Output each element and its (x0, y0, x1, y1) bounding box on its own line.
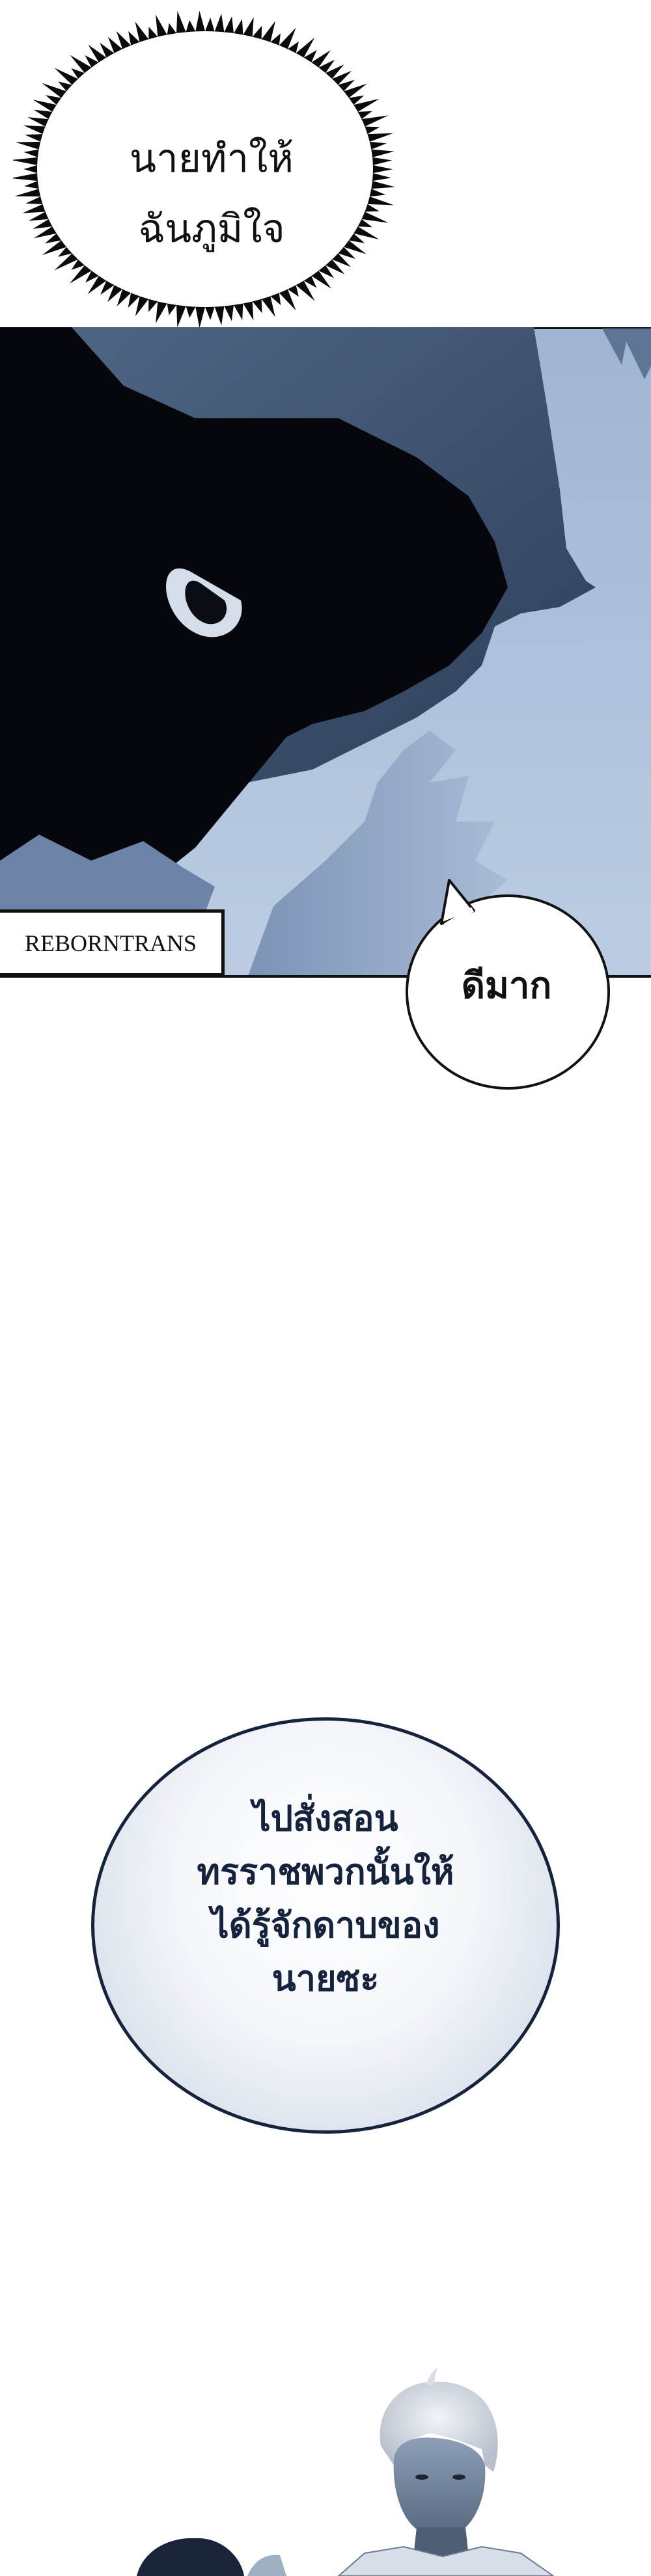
speech-bubble-1-text: ดีมาก (461, 965, 552, 1007)
beard-shadow (0, 327, 508, 913)
character-face (393, 2437, 486, 2536)
watermark-tag: REBORNTRANS (0, 909, 225, 976)
ear-inner (185, 580, 227, 624)
speech-2-line-2: ทรราชพวกนั้นให้ (197, 1851, 454, 1892)
background-figure-mid (247, 2555, 286, 2576)
speech-2-line-1: ไปสั่งสอน (253, 1798, 398, 1839)
character-hair (380, 2381, 498, 2472)
speech-2-line-4: นายซะ (271, 1958, 380, 1999)
thought-bubble-text: นายทำให้ ฉันภูมิใจ (72, 124, 352, 264)
thought-line-2: ฉันภูมิใจ (138, 206, 285, 252)
hair-strand (426, 2368, 437, 2386)
speech-bubble-1 (406, 879, 610, 1090)
thought-line-1: นายทำให้ (130, 136, 294, 181)
background-figure-left (137, 2538, 244, 2576)
character-eye-left (415, 2475, 428, 2480)
hair-tip (602, 329, 651, 379)
bubble-inner (37, 31, 373, 307)
comic-panel-2-character (0, 2368, 651, 2576)
speech-bubble-2-text: ไปสั่งสอน ทรราชพวกนั้นให้ ได้รู้จักดาบขอ… (117, 1792, 534, 2006)
speech-bubble-2 (91, 1717, 560, 2134)
spiky-thought-bubble (13, 10, 396, 329)
character-neck (413, 2527, 469, 2556)
character-eye-right (452, 2475, 465, 2480)
speech-bubble-1-body (406, 894, 610, 1090)
tail-join (443, 907, 475, 928)
character-armor (337, 2545, 555, 2576)
character-art (137, 2368, 555, 2576)
speech-2-line-3: ได้รู้จักดาบของ (211, 1905, 440, 1946)
